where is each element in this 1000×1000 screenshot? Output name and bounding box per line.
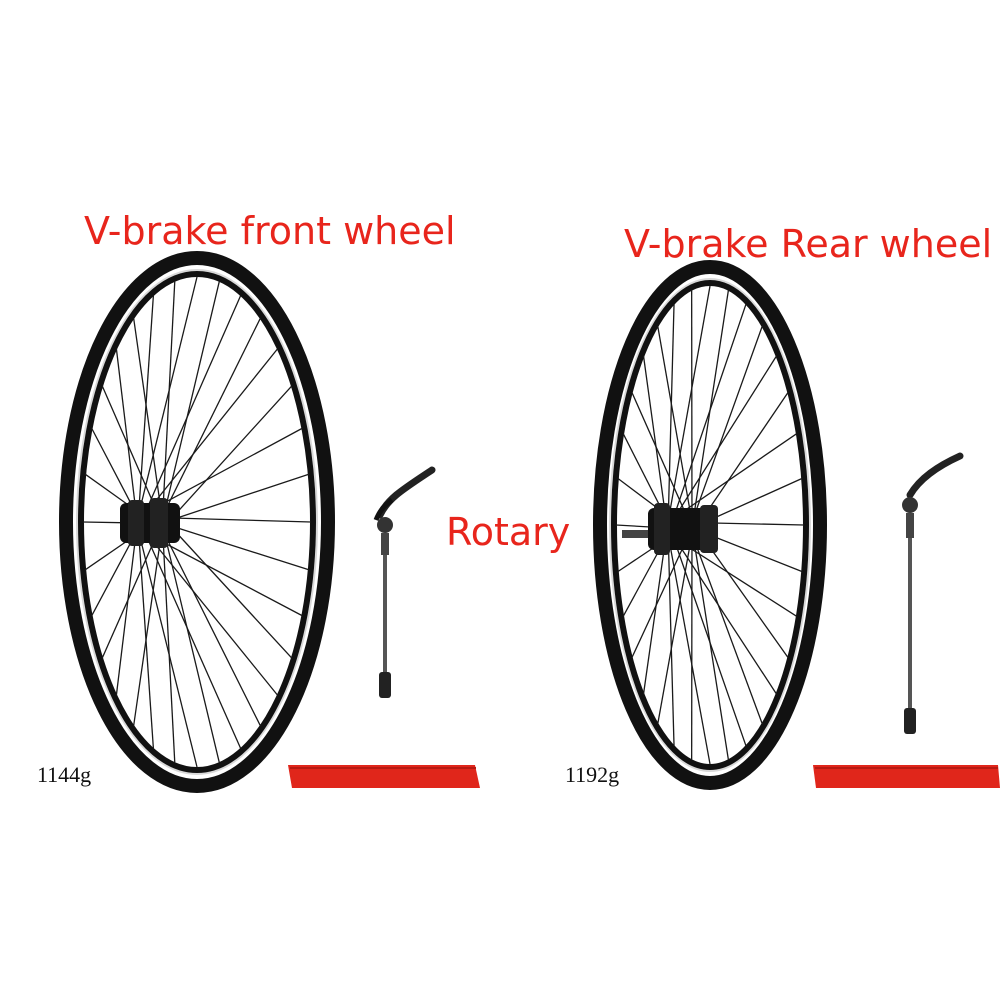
rear-quick-release bbox=[902, 452, 964, 734]
spoke bbox=[161, 528, 261, 727]
spoke bbox=[137, 522, 279, 696]
spoke bbox=[161, 522, 310, 571]
rear-tire-lever bbox=[813, 765, 1000, 788]
spoke bbox=[667, 285, 711, 523]
front-hub bbox=[120, 498, 180, 548]
spoke bbox=[137, 295, 155, 524]
spoke bbox=[161, 385, 293, 530]
rear-wheel-title: V-brake Rear wheel bbox=[624, 222, 993, 266]
spoke bbox=[137, 516, 242, 749]
spoke bbox=[161, 318, 261, 518]
rear-rim-inner bbox=[611, 280, 809, 770]
front-rim-outer bbox=[59, 251, 335, 793]
spoke bbox=[691, 527, 729, 760]
spoke bbox=[691, 533, 763, 724]
spoke bbox=[115, 516, 139, 696]
spoke bbox=[667, 304, 675, 529]
spoke bbox=[137, 276, 198, 518]
spoke bbox=[137, 528, 198, 768]
rear-rim-outer bbox=[593, 260, 827, 790]
rear-wheel bbox=[593, 260, 827, 790]
spoke bbox=[667, 533, 711, 765]
spoke bbox=[133, 528, 163, 726]
spoke bbox=[137, 522, 155, 749]
spoke bbox=[667, 521, 747, 747]
spoke bbox=[161, 281, 176, 530]
rotary-label: Rotary bbox=[446, 510, 571, 554]
front-wheel bbox=[59, 251, 335, 793]
front-spokes bbox=[82, 276, 312, 768]
front-weight-label: 1144g bbox=[37, 762, 92, 787]
front-rim-edge bbox=[76, 269, 318, 775]
front-wheel-title: V-brake front wheel bbox=[84, 209, 456, 253]
spoke bbox=[667, 433, 798, 523]
spoke bbox=[667, 303, 747, 535]
front-tire-lever bbox=[288, 765, 480, 788]
spoke bbox=[667, 355, 778, 529]
spoke bbox=[657, 326, 693, 523]
spoke bbox=[161, 473, 310, 524]
rear-weight-label: 1192g bbox=[565, 762, 620, 787]
spoke bbox=[657, 533, 693, 724]
spoke bbox=[667, 527, 675, 746]
spoke bbox=[161, 281, 220, 524]
rear-rim-edge bbox=[609, 278, 811, 772]
front-quick-release bbox=[373, 466, 436, 698]
rear-hub bbox=[622, 503, 718, 555]
spoke bbox=[667, 527, 778, 695]
spoke bbox=[161, 522, 220, 763]
spoke bbox=[161, 516, 176, 763]
spoke bbox=[115, 348, 139, 530]
spoke bbox=[691, 326, 763, 523]
spoke bbox=[137, 348, 279, 524]
spoke bbox=[133, 318, 163, 518]
front-rim-inner bbox=[78, 271, 316, 773]
spoke bbox=[137, 295, 242, 530]
spoke bbox=[161, 516, 293, 659]
